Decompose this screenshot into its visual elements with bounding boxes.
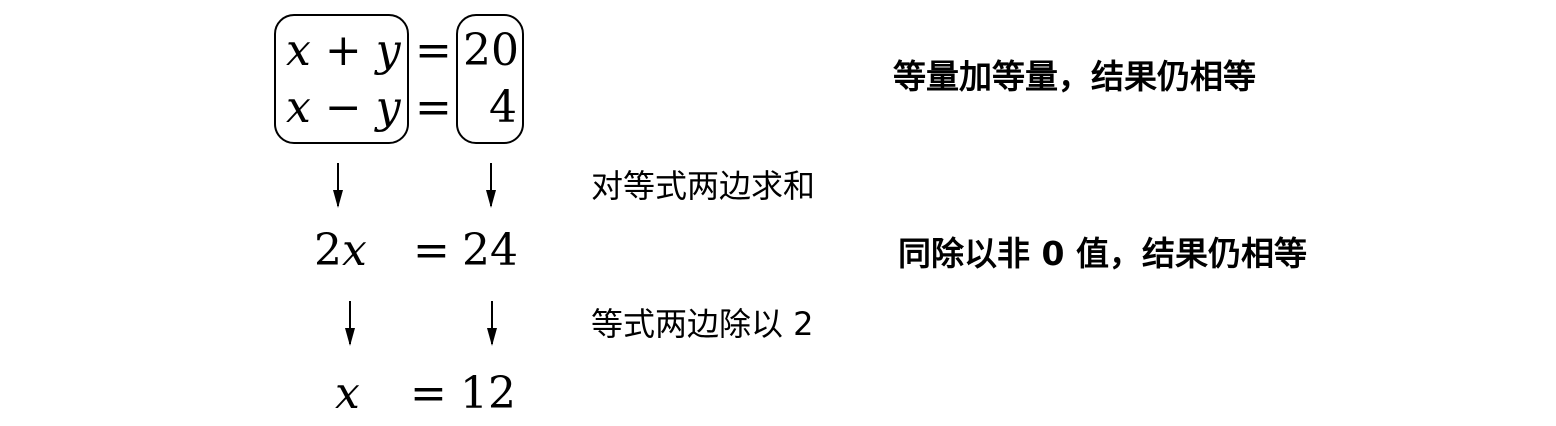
step2-var: x [335,368,360,419]
right-side-box [456,14,524,144]
arrow-step2-right [487,301,497,346]
rule-1: 等量加等量，结果仍相等 [893,57,1256,96]
arrow-step1-right [486,163,496,208]
eq2-var-y: y [375,82,401,133]
step1-equals: = [413,225,450,276]
left-side-box [274,14,409,144]
eq2-var-x: x [286,82,311,133]
equation-1: x + y [286,29,401,73]
step1-coef: 2 [314,225,342,276]
rule-2: 同除以非 0 值，结果仍相等 [898,234,1307,273]
arrow-step1-left [333,163,343,208]
eq1-right: 20 [463,25,519,76]
eq2-right: 4 [489,82,517,133]
step2-equals: = [410,368,447,419]
step1-note: 对等式两边求和 [591,167,816,205]
step2-right: 12 [460,368,516,419]
step1-var: x [342,225,367,276]
step1-right: 24 [462,225,518,276]
eq1-plus: + [324,25,362,76]
eq1-var-y: y [375,25,401,76]
eq1-equals: = [415,25,452,76]
eq1-var-x: x [286,25,311,76]
arrow-step2-left [345,301,355,346]
eq2-minus: − [324,82,362,133]
equation-2: x − y [286,86,401,130]
eq2-equals: = [415,82,452,133]
step2-note: 等式两边除以 2 [591,305,814,343]
step1-left: 2x [314,229,367,273]
